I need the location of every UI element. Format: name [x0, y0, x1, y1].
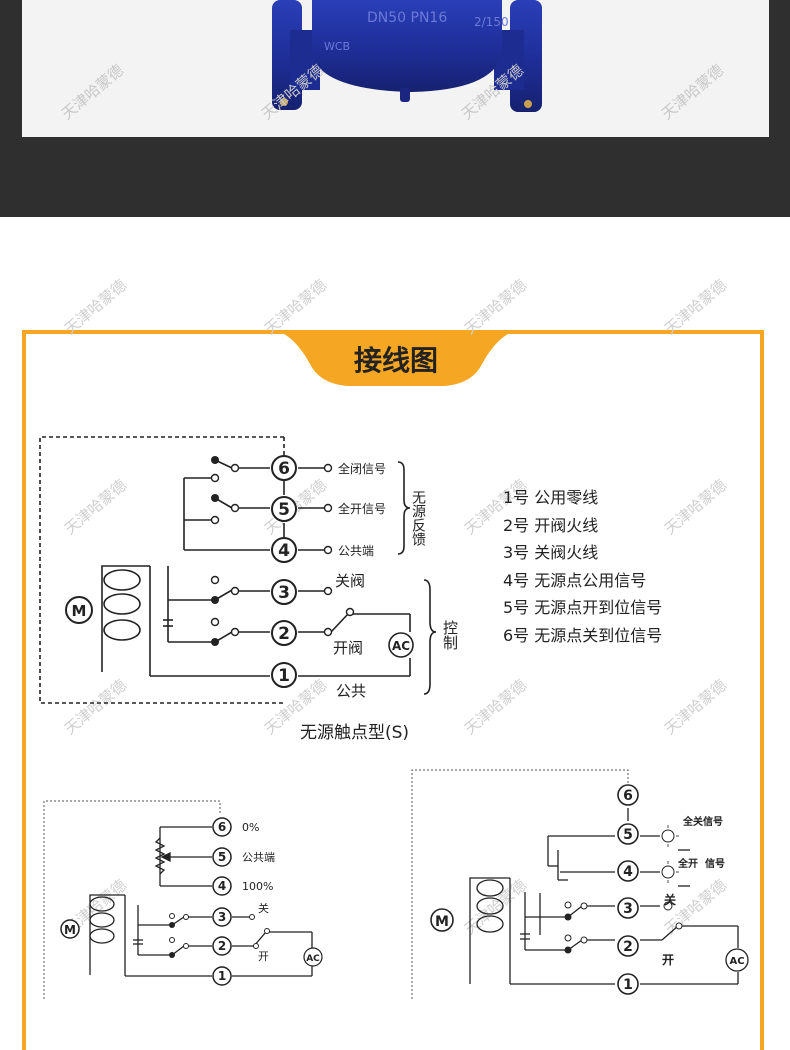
section-title: 接线图: [353, 344, 438, 377]
main-wiring-diagram: 6 5 4 3 2 1 M AC 全闭信号 全开信号 公共端 关阀 开阀 公共 …: [39, 436, 459, 704]
lamp-terminal-4: 4: [623, 864, 633, 880]
label-open-valve: 开阀: [333, 639, 363, 657]
lamp-ac-label: AC: [729, 956, 744, 967]
label-common-terminal: 公共端: [338, 544, 374, 558]
lamp-label-open: 开: [662, 953, 674, 967]
legend-item: 2号 开阀火线: [503, 515, 599, 535]
lamp-label-signal: 信号: [705, 857, 725, 870]
legend-item: 3号 关阀火线: [503, 543, 599, 562]
valve-body: [312, 0, 502, 92]
terminal-legend: 1号 公用零线 2号 开阀火线 3号 关阀火线 4号 无源点公用信号 5号 无源…: [503, 484, 662, 649]
casting-text-3: 2/150: [474, 15, 509, 29]
terminal-4-label: 4: [278, 541, 290, 561]
pot-motor-label: M: [64, 923, 76, 937]
pot-label-open: 开: [258, 950, 269, 963]
lamp-motor-icon: [430, 908, 454, 932]
motor-label: M: [72, 602, 87, 620]
pot-terminal-2: 2: [218, 939, 226, 953]
lamp-terminal-3: 3: [623, 901, 633, 917]
lamp-terminal-1: 1: [623, 977, 633, 993]
lamp-label-all-open: 全开: [677, 857, 698, 870]
lamp-icon: [661, 865, 675, 879]
pot-label-0pct: 0%: [242, 821, 259, 834]
terminal-4: [271, 537, 297, 563]
label-fully-open-signal: 全开信号: [338, 501, 386, 516]
pot-motor-icon: [60, 919, 80, 939]
terminal-5: [271, 496, 297, 522]
pot-terminal-4: 4: [218, 879, 226, 893]
lamp-icon: [661, 829, 675, 843]
lamp-wiring-diagram: 6 5 4 3 2 1 M AC 全关信号 全开 信号 关 开: [411, 769, 749, 999]
lamp-terminal-2: 2: [623, 939, 633, 955]
legend-item: 6号 无源点关到位信号: [503, 625, 663, 645]
lamp-label-close: 关: [664, 892, 676, 907]
terminal-1: [271, 662, 297, 688]
ac-label: AC: [392, 639, 410, 653]
terminal-1-label: 1: [278, 666, 290, 686]
valve-illustration: DN50 PN16 WCB 2/150 天津哈蒙德 天津哈蒙德 天津哈蒙德 天津…: [58, 0, 727, 123]
ac-source-icon: [388, 632, 414, 658]
label-common: 公共: [336, 682, 366, 700]
lamp-ac-icon: [725, 948, 749, 972]
terminal-2: [271, 620, 297, 646]
lamp-terminal-6: 6: [623, 788, 633, 804]
terminal-6-label: 6: [278, 459, 290, 479]
terminal-2-label: 2: [278, 624, 290, 644]
pot-ac-icon: [303, 947, 323, 967]
group-label-feedback: 无源反馈: [410, 490, 426, 546]
casting-text: DN50 PN16: [367, 10, 447, 26]
wiring-section-frame: [22, 330, 764, 1050]
terminal-5-label: 5: [278, 500, 290, 520]
label-close-valve: 关阀: [335, 572, 365, 590]
valve-photo: DN50 PN16 WCB 2/150 天津哈蒙德 天津哈蒙德 天津哈蒙德 天津…: [22, 0, 769, 137]
pot-terminal-6: 6: [218, 820, 226, 834]
lamp-terminal-5: 5: [623, 827, 633, 843]
pot-label-close: 关: [258, 901, 269, 915]
legend-item: 4号 无源点公用信号: [503, 570, 647, 590]
terminal-6: [271, 455, 297, 481]
pot-label-common: 公共端: [242, 851, 275, 864]
legend-item: 5号 无源点开到位信号: [503, 598, 663, 617]
motor-icon: [65, 596, 93, 624]
potentiometer-wiring-diagram: 6 5 4 3 2 1 M AC 0% 公共端 100% 关 开: [43, 800, 323, 999]
terminal-3: [271, 579, 297, 605]
pot-ac-label: AC: [306, 954, 320, 964]
title-tab: [284, 334, 508, 386]
lamp-motor-label: M: [435, 914, 449, 930]
pot-terminal-5: 5: [218, 850, 226, 864]
terminal-3-label: 3: [278, 583, 290, 603]
pot-terminal-1: 1: [218, 969, 226, 983]
pot-label-100pct: 100%: [242, 880, 273, 893]
casting-text-2: WCB: [324, 40, 350, 53]
diagram-caption: 无源触点型(S): [300, 723, 410, 743]
legend-item: 1号 公用零线: [503, 488, 599, 507]
pot-terminal-3: 3: [218, 910, 226, 924]
group-label-control: 控制: [441, 620, 459, 650]
label-fully-closed-signal: 全闭信号: [338, 461, 386, 476]
lamp-label-all-closed: 全关信号: [682, 815, 723, 828]
